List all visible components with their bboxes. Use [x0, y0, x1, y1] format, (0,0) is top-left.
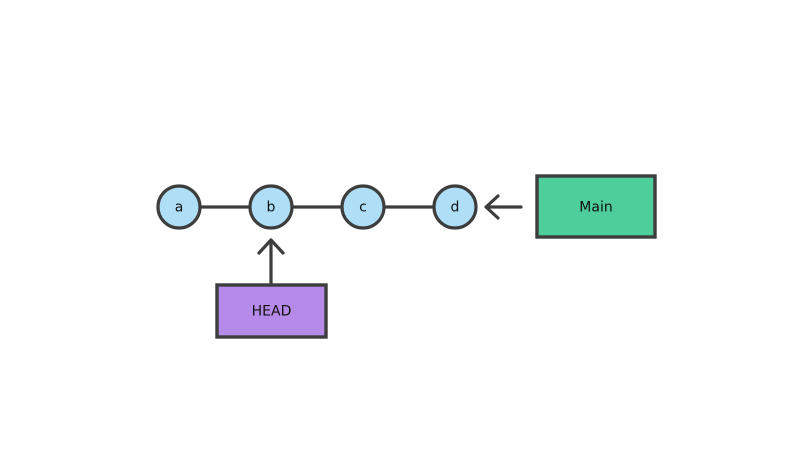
arrow-head-head	[257, 238, 285, 255]
arrow-main-to-d	[484, 194, 523, 220]
commit-label-b: b	[267, 200, 276, 216]
commit-label-c: c	[359, 200, 367, 216]
ref-box-main[interactable]: Main	[535, 174, 657, 239]
commit-circle-a[interactable]	[156, 184, 202, 230]
commit-node-b[interactable]: b	[248, 184, 294, 230]
arrow-head-to-b	[257, 238, 285, 286]
commit-node-d[interactable]: d	[432, 184, 478, 230]
commit-circle-b[interactable]	[248, 184, 294, 230]
commit-circle-c[interactable]	[340, 184, 386, 230]
head-pointer-rect[interactable]	[215, 283, 328, 339]
ref-box-head[interactable]: HEAD	[215, 283, 328, 339]
head-pointer-label: HEAD	[252, 304, 292, 320]
arrow-head-main	[484, 194, 500, 220]
main-branch-label: Main	[579, 200, 612, 216]
commit-label-a: a	[175, 200, 184, 216]
main-branch-rect[interactable]	[535, 174, 657, 239]
commit-node-c[interactable]: c	[340, 184, 386, 230]
commit-node-a[interactable]: a	[156, 184, 202, 230]
commit-circle-d[interactable]	[432, 184, 478, 230]
commit-label-d: d	[451, 200, 460, 216]
